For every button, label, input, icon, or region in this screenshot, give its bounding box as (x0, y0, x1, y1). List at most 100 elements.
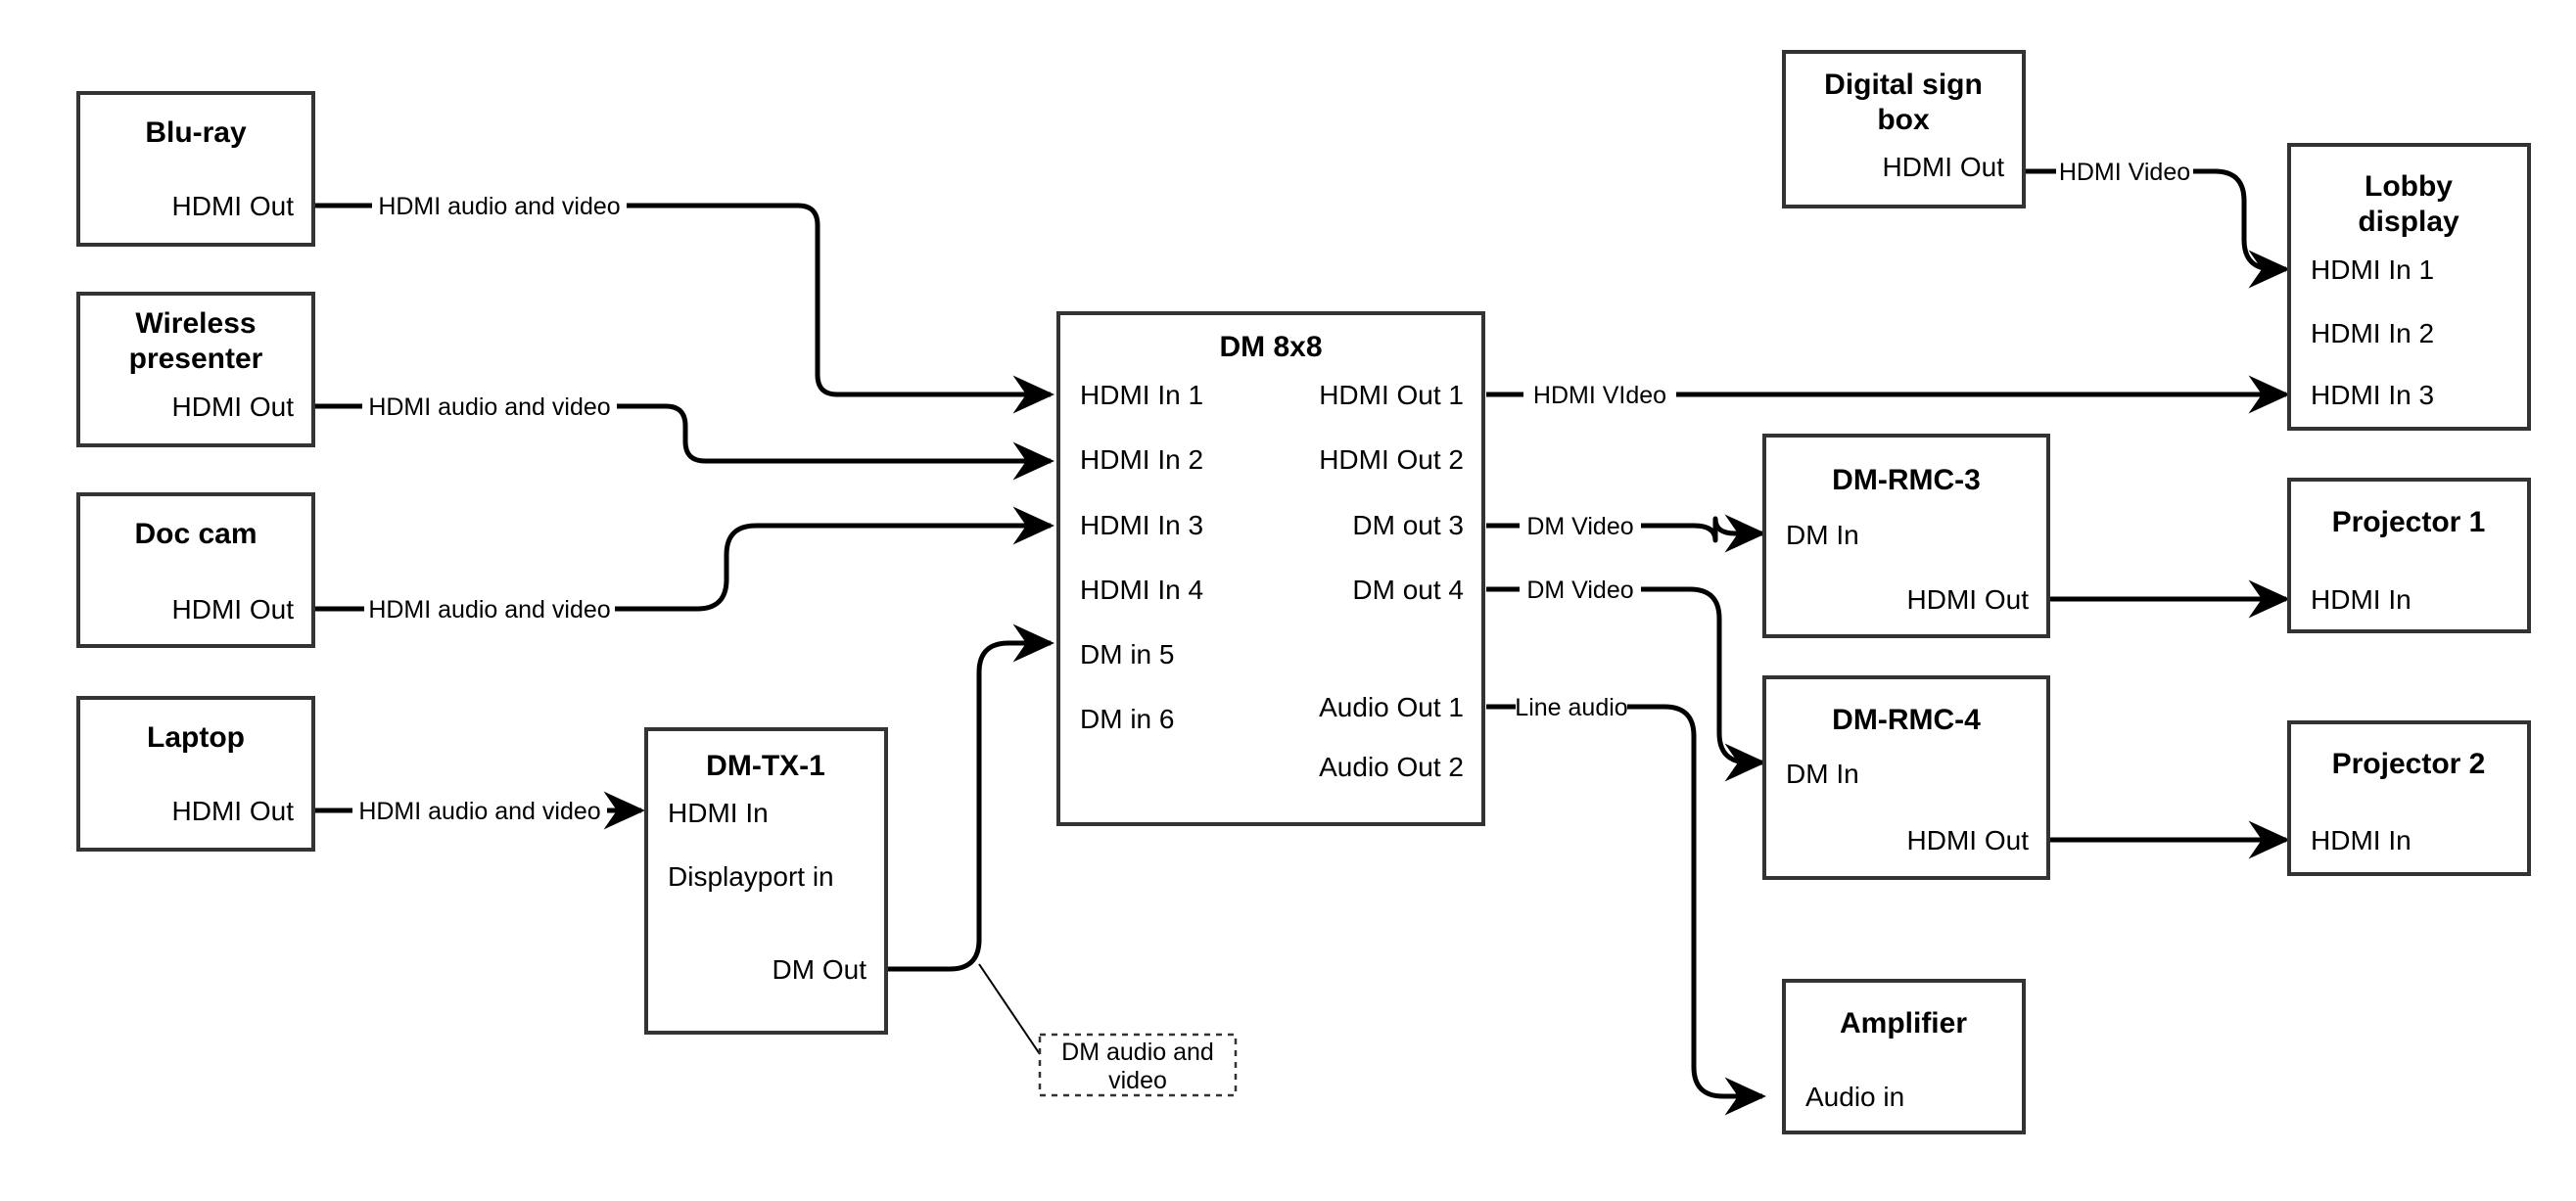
lobby-display-port-hdmi-in-3: HDMI In 3 (2311, 380, 2434, 410)
wireless-presenter-title-1: Wireless (135, 307, 256, 340)
dm-8x8-input-dm-in-5: DM in 5 (1080, 639, 1174, 670)
wire-label-dm-out1: HDMI VIdeo (1533, 382, 1666, 409)
projector-1-title: Projector 1 (2332, 506, 2486, 538)
lobby-display-title-2: display (2358, 206, 2459, 238)
wire-tx-to-dm (883, 624, 1055, 972)
wire-doccam-to-dm (313, 526, 1051, 612)
doc-cam-title: Doc cam (134, 518, 257, 550)
callout-leader-line (978, 963, 1041, 1055)
dm-8x8-box[interactable] (1056, 311, 1485, 826)
dm-rmc-3-box[interactable] (1762, 434, 2050, 638)
dm-rmc-4-box[interactable] (1762, 675, 2050, 880)
digital-sign-box-title-1: Digital sign (1824, 69, 1983, 101)
callout-text-line-1: DM audio and (1061, 1039, 1214, 1066)
device-dm-8x8[interactable]: DM 8x8 HDMI In 1 HDMI In 2 HDMI In 3 HDM… (1056, 311, 1485, 826)
wire-label-laptop: HDMI audio and video (358, 798, 600, 825)
wireless-presenter-port-hdmi-out: HDMI Out (172, 392, 295, 422)
callout-dm-audio-and-video: DM audio and video (1038, 1033, 1238, 1097)
dm-rmc-4-port-dm-in: DM In (1786, 759, 1859, 789)
dm-tx-1-title: DM-TX-1 (706, 750, 825, 782)
connection-laptop-to-tx: HDMI audio and video (313, 798, 641, 825)
device-digital-sign-box[interactable]: Digital sign box HDMI Out (1782, 50, 2026, 208)
dm-rmc-3-port-hdmi-out: HDMI Out (1907, 584, 2030, 615)
device-lobby-display[interactable]: Lobby display HDMI In 1 HDMI In 2 HDMI I… (2287, 143, 2531, 431)
wire-wireless-to-dm (313, 403, 1051, 461)
device-projector-1[interactable]: Projector 1 HDMI In (2287, 478, 2531, 633)
connection-dm-out4-to-rmc4: DM Video (1486, 577, 1762, 762)
wire-label-sign: HDMI Video (2059, 159, 2190, 186)
dm-8x8-output-hdmi-out-1: HDMI Out 1 (1319, 380, 1464, 410)
dm-8x8-input-hdmi-in-3: HDMI In 3 (1080, 510, 1203, 540)
device-dm-rmc-3[interactable]: DM-RMC-3 DM In HDMI Out (1762, 434, 2050, 638)
dm-8x8-input-hdmi-in-1: HDMI In 1 (1080, 380, 1203, 410)
wire-sign-to-lobby (2021, 168, 2286, 269)
projector-2-port-hdmi-in: HDMI In (2311, 825, 2412, 855)
lobby-display-port-hdmi-in-2: HDMI In 2 (2311, 318, 2434, 348)
device-wireless-presenter[interactable]: Wireless presenter HDMI Out (76, 292, 315, 447)
dm-8x8-title: DM 8x8 (1219, 331, 1322, 363)
wire-dm-out4-to-rmc4 (1486, 586, 1762, 762)
projector-2-title: Projector 2 (2332, 748, 2486, 780)
laptop-title: Laptop (147, 721, 245, 754)
device-doc-cam[interactable]: Doc cam HDMI Out (76, 492, 315, 648)
callout-text-line-2: video (1108, 1067, 1167, 1094)
digital-sign-box-port-hdmi-out: HDMI Out (1883, 152, 2005, 182)
amplifier-port-audio-in: Audio in (1805, 1082, 1904, 1112)
wire-label-doccam: HDMI audio and video (368, 596, 610, 624)
projector-1-port-hdmi-in: HDMI In (2311, 584, 2412, 615)
device-dm-tx-1[interactable]: DM-TX-1 HDMI In Displayport in DM Out (644, 727, 888, 1035)
wire-dm-audio1-to-amp (1486, 704, 1762, 1096)
connection-doccam-to-dm: HDMI audio and video (313, 526, 1051, 624)
lobby-display-box[interactable] (2287, 143, 2531, 431)
amplifier-box[interactable] (1782, 979, 2026, 1134)
wire-label-wireless: HDMI audio and video (368, 393, 610, 421)
dm-8x8-output-audio-out-1: Audio Out 1 (1319, 692, 1464, 722)
connection-tx-to-dm (883, 624, 1055, 1055)
device-laptop[interactable]: Laptop HDMI Out (76, 696, 315, 852)
connection-dm-audio1-to-amp: Line audio (1486, 694, 1762, 1096)
device-dm-rmc-4[interactable]: DM-RMC-4 DM In HDMI Out (1762, 675, 2050, 880)
wire-dm-out3-to-rmc3 (1486, 519, 1762, 540)
projector-2-box[interactable] (2287, 720, 2531, 876)
wire-bluray-to-dm (313, 203, 1051, 394)
connection-dm-out1-to-lobby: HDMI VIdeo (1486, 382, 2286, 409)
dm-rmc-3-title: DM-RMC-3 (1832, 464, 1981, 496)
digital-sign-box-title-2: box (1877, 104, 1930, 136)
wire-label-dm-out4: DM Video (1526, 577, 1633, 604)
bluray-title: Blu-ray (145, 116, 247, 149)
amplifier-title: Amplifier (1840, 1007, 1967, 1039)
dm-8x8-input-dm-in-6: DM in 6 (1080, 704, 1174, 734)
device-bluray[interactable]: Blu-ray HDMI Out (76, 91, 315, 247)
connection-bluray-to-dm: HDMI audio and video (313, 193, 1051, 394)
dm-tx-1-box[interactable] (644, 727, 888, 1035)
dm-tx-1-port-displayport-in: Displayport in (668, 861, 834, 892)
projector-1-box[interactable] (2287, 478, 2531, 633)
dm-8x8-output-audio-out-2: Audio Out 2 (1319, 752, 1464, 782)
dm-tx-1-port-dm-out: DM Out (773, 954, 867, 985)
connection-dm-out3-to-rmc3: DM Video (1486, 513, 1762, 540)
digital-sign-box-box[interactable] (1782, 50, 2026, 208)
doc-cam-port-hdmi-out: HDMI Out (172, 594, 295, 624)
dm-rmc-3-port-dm-in: DM In (1786, 520, 1859, 550)
laptop-box[interactable] (76, 696, 315, 852)
dm-8x8-output-dm-out-3: DM out 3 (1352, 510, 1464, 540)
wire-label-bluray: HDMI audio and video (378, 193, 620, 220)
dm-rmc-4-title: DM-RMC-4 (1832, 704, 1981, 736)
doc-cam-box[interactable] (76, 492, 315, 648)
dm-8x8-output-dm-out-4: DM out 4 (1352, 575, 1464, 605)
wire-label-dm-audio1: Line audio (1515, 694, 1627, 721)
bluray-port-hdmi-out: HDMI Out (172, 191, 295, 221)
laptop-port-hdmi-out: HDMI Out (172, 796, 295, 826)
bluray-box[interactable] (76, 91, 315, 247)
dm-tx-1-port-hdmi-in: HDMI In (668, 798, 769, 828)
lobby-display-port-hdmi-in-1: HDMI In 1 (2311, 254, 2434, 285)
wireless-presenter-box[interactable] (76, 292, 315, 447)
dm-rmc-4-port-hdmi-out: HDMI Out (1907, 825, 2030, 855)
device-projector-2[interactable]: Projector 2 HDMI In (2287, 720, 2531, 876)
dm-8x8-input-hdmi-in-4: HDMI In 4 (1080, 575, 1203, 605)
wire-label-dm-out3: DM Video (1526, 513, 1633, 540)
device-amplifier[interactable]: Amplifier Audio in (1782, 979, 2026, 1134)
dm-8x8-output-hdmi-out-2: HDMI Out 2 (1319, 444, 1464, 475)
callout-box (1038, 1033, 1238, 1097)
